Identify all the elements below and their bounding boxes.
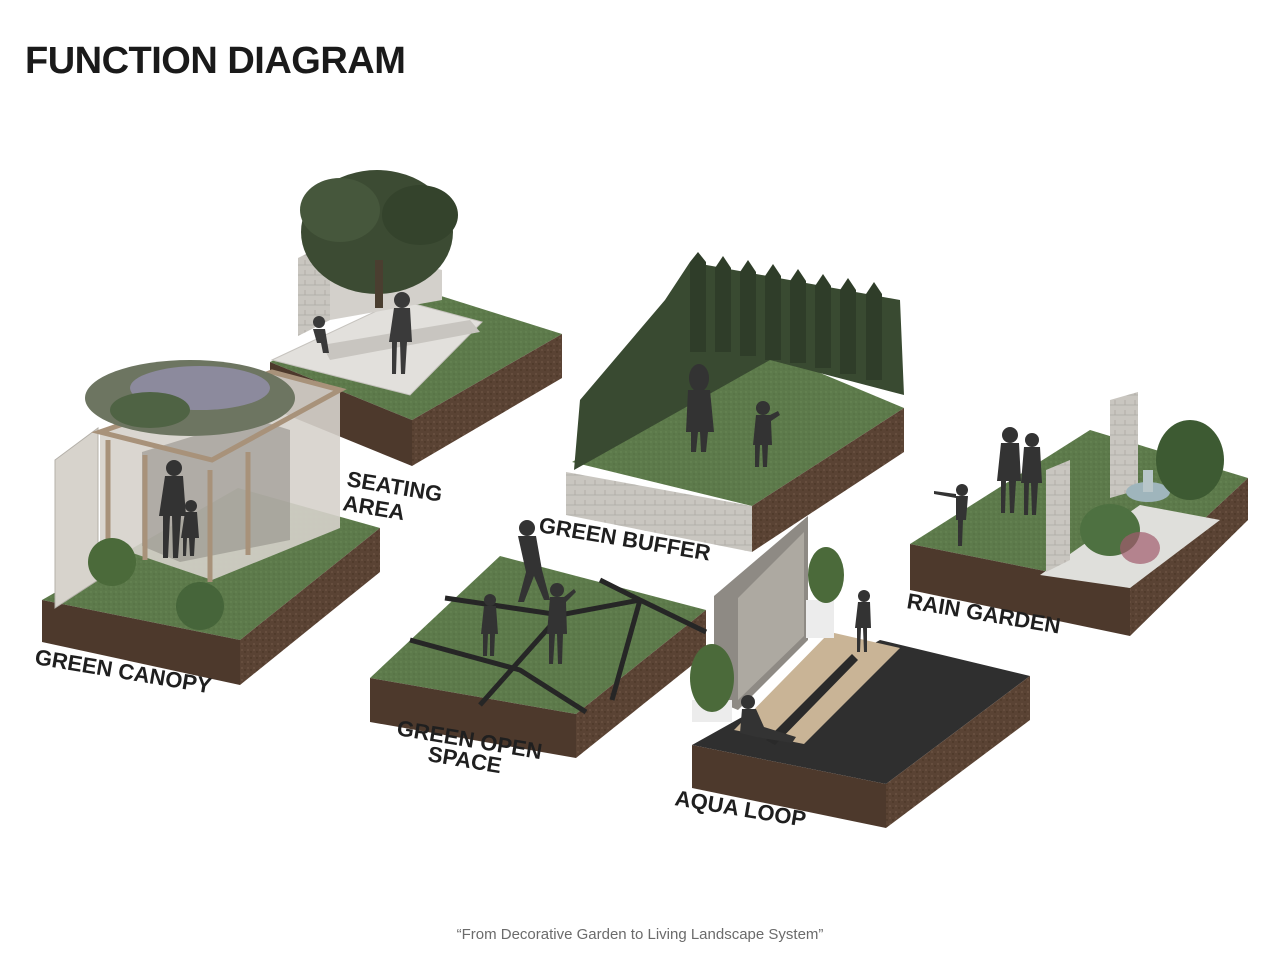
seating-area-figures [313, 292, 412, 374]
aqua-loop-soil-left [692, 745, 886, 828]
rain-garden-soil-front [1130, 478, 1248, 636]
aqua-loop-module [690, 516, 1030, 828]
aqua-loop-soil-front [886, 676, 1030, 828]
green-open-space-soil-front [576, 610, 706, 758]
green-buffer-lawn [572, 352, 904, 506]
rain-garden-wall [1046, 460, 1070, 572]
aqua-loop-figures [740, 590, 871, 743]
green-canopy-soil-left [42, 600, 240, 685]
green-canopy-figures [159, 460, 199, 558]
seating-area-module [270, 170, 562, 466]
green-open-space-soil-left [370, 678, 576, 758]
green-open-space-figures [481, 520, 576, 664]
rain-garden-soil-left [910, 544, 1130, 636]
green-open-space-lawn [370, 556, 706, 714]
seating-area-soil-front [412, 334, 562, 466]
green-buffer-soil-front [752, 408, 904, 552]
seating-area-tree-trunk [375, 260, 383, 308]
aqua-loop-water-surface [692, 640, 1030, 784]
green-open-space-module [370, 520, 708, 758]
rain-garden-figures [934, 427, 1042, 546]
green-buffer-figures [686, 364, 780, 467]
page-title: FUNCTION DIAGRAM [25, 40, 406, 82]
green-canopy-module [42, 360, 380, 685]
green-canopy-side-screen [54, 427, 99, 609]
green-canopy-shrub [88, 538, 136, 586]
aqua-loop-deck [734, 632, 900, 744]
rain-garden-plants [1156, 420, 1224, 500]
green-canopy-shrub-2 [176, 582, 224, 630]
green-canopy-soil-front [240, 528, 380, 685]
green-buffer-module [566, 252, 904, 552]
aqua-loop-planter-2 [806, 600, 834, 638]
green-buffer-columns [690, 252, 882, 380]
green-buffer-base-left [566, 472, 752, 552]
rain-garden-module [910, 392, 1248, 636]
caption: “From Decorative Garden to Living Landsc… [456, 926, 824, 943]
rain-garden-wall-tall [1110, 392, 1138, 498]
